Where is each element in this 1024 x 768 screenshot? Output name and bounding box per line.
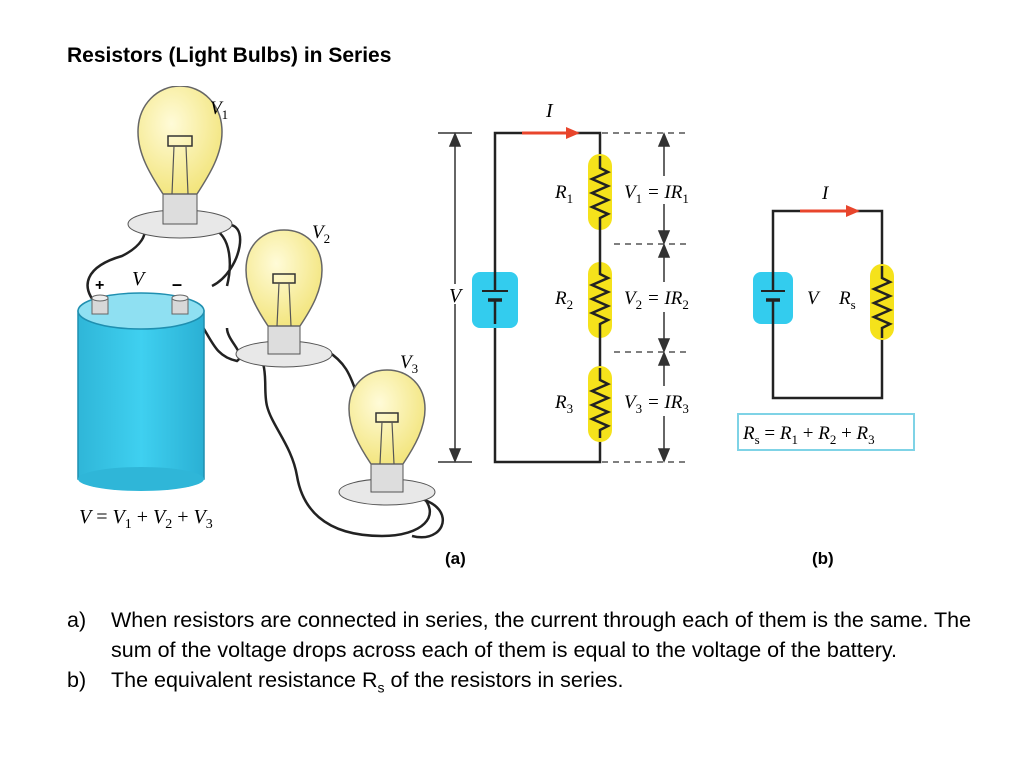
bulb-3-voltage-label: V3 xyxy=(400,352,418,376)
total-voltage-label: V xyxy=(449,285,464,307)
caption-marker-b: b) xyxy=(67,668,87,692)
equivalent-current-arrow: I xyxy=(800,183,860,217)
caption-item-a: a) When resistors are connected in serie… xyxy=(67,605,977,665)
page-title: Resistors (Light Bulbs) in Series xyxy=(67,44,392,67)
battery: + – V xyxy=(77,268,205,491)
current-arrow: I xyxy=(522,100,580,139)
bulb-2-voltage-label: V2 xyxy=(312,222,330,246)
equivalent-current-label: I xyxy=(821,183,830,204)
battery-symbol xyxy=(472,272,518,328)
battery-voltage-label: V xyxy=(132,268,147,290)
physical-circuit: + – V V1 V2 V3 xyxy=(77,86,444,539)
caption-item-b: b) The equivalent resistance Rs of the r… xyxy=(67,665,977,702)
v2-ir2-equation: V2 = IR2 xyxy=(624,288,689,312)
equivalent-battery-symbol xyxy=(753,272,793,324)
equivalent-resistor-rs xyxy=(870,264,894,340)
r1-label: R1 xyxy=(554,182,573,206)
resistor-r3 xyxy=(588,366,612,442)
minus-sign: – xyxy=(172,274,182,294)
bulb-3 xyxy=(338,369,436,506)
dimension-dashes xyxy=(602,132,687,463)
panel-b-label: (b) xyxy=(812,549,834,568)
v1-ir1-equation: V1 = IR1 xyxy=(624,182,689,206)
r3-label: R3 xyxy=(554,392,573,416)
caption-marker-a: a) xyxy=(67,608,87,632)
resistor-r2 xyxy=(588,262,612,350)
bulb-1 xyxy=(127,86,233,239)
caption-text-a: When resistors are connected in series, … xyxy=(111,608,972,662)
rs-label: Rs xyxy=(838,288,856,312)
figure-svg: + – V V1 V2 V3 xyxy=(77,86,915,568)
equivalent-circuit: V I Rs Rs = R1 + R2 + R3 (b) xyxy=(737,183,915,568)
caption-list: a) When resistors are connected in serie… xyxy=(67,605,977,702)
v3-ir3-equation: V3 = IR3 xyxy=(624,392,689,416)
voltage-sum-equation: V = V1 + V2 + V3 xyxy=(79,506,213,532)
plus-sign: + xyxy=(95,277,104,294)
rs-sum-equation: Rs = R1 + R2 + R3 xyxy=(742,423,875,447)
resistor-r1 xyxy=(588,154,612,246)
bulb-2 xyxy=(235,229,333,368)
series-schematic: V I xyxy=(438,100,689,568)
equivalent-voltage-label: V xyxy=(807,288,821,309)
panel-a-label: (a) xyxy=(445,549,466,568)
caption-text-b: The equivalent resistance Rs of the resi… xyxy=(111,668,624,696)
drop-dimension-arrows xyxy=(657,132,671,463)
r2-label: R2 xyxy=(554,288,573,312)
equivalent-resistance-equation: Rs = R1 + R2 + R3 xyxy=(737,413,915,451)
series-circuit-figure: + – V V1 V2 V3 xyxy=(62,86,942,581)
current-label: I xyxy=(545,100,554,122)
bulb-1-voltage-label: V1 xyxy=(210,98,228,122)
